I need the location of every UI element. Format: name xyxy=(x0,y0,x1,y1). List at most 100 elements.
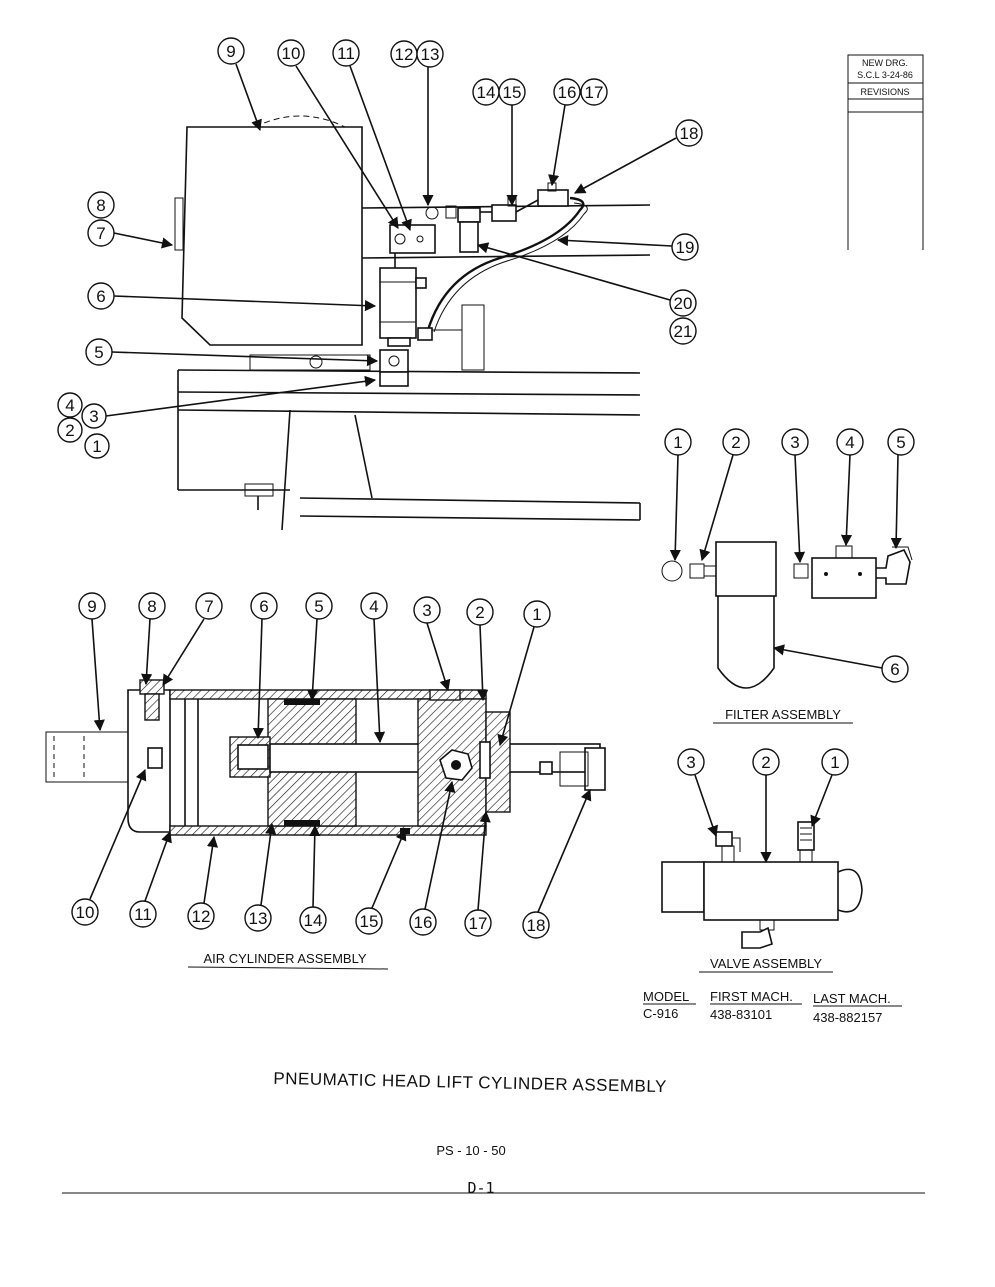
callout-filter-4: 4 xyxy=(836,428,864,456)
callout-top-18: 18 xyxy=(675,119,703,147)
svg-text:10: 10 xyxy=(76,903,95,922)
callout-top-11: 11 xyxy=(332,39,360,67)
callout-cyl-10: 10 xyxy=(71,898,99,926)
svg-text:1: 1 xyxy=(830,753,839,772)
callout-top-15: 15 xyxy=(498,78,526,106)
svg-text:5: 5 xyxy=(314,597,323,616)
svg-text:8: 8 xyxy=(96,196,105,215)
valve-assembly-caption: VALVE ASSEMBLY xyxy=(710,956,822,971)
svg-text:15: 15 xyxy=(503,83,522,102)
model-value: C-916 xyxy=(643,1006,678,1021)
callout-top-6: 6 xyxy=(87,282,115,310)
callout-cyl-11: 11 xyxy=(129,900,157,928)
svg-text:11: 11 xyxy=(337,44,355,63)
callout-cyl-12: 12 xyxy=(187,902,215,930)
callout-valve-3: 3 xyxy=(677,748,705,776)
callout-top-3: 3 xyxy=(81,403,107,429)
installation-view xyxy=(174,115,651,531)
callout-cyl-3: 3 xyxy=(413,596,441,624)
svg-text:3: 3 xyxy=(686,753,695,772)
svg-text:6: 6 xyxy=(96,287,105,306)
callout-top-2: 2 xyxy=(57,417,83,443)
svg-text:20: 20 xyxy=(674,294,693,313)
svg-text:13: 13 xyxy=(249,909,268,928)
svg-text:1: 1 xyxy=(92,437,101,456)
page-number: D-1 xyxy=(467,1179,494,1197)
filter-assembly-caption: FILTER ASSEMBLY xyxy=(725,707,841,722)
svg-text:15: 15 xyxy=(360,912,379,931)
callout-top-17: 17 xyxy=(580,78,608,106)
svg-text:4: 4 xyxy=(369,597,378,616)
model-table: MODEL FIRST MACH. LAST MACH. C-916 438-8… xyxy=(643,989,902,1025)
callout-cyl-6: 6 xyxy=(250,592,278,620)
svg-text:5: 5 xyxy=(896,433,905,452)
svg-text:11: 11 xyxy=(134,905,152,924)
svg-text:18: 18 xyxy=(680,124,699,143)
svg-text:3: 3 xyxy=(422,601,431,620)
callout-cyl-15: 15 xyxy=(355,907,383,935)
callout-cyl-1: 1 xyxy=(523,600,551,628)
callout-top-7: 7 xyxy=(87,219,115,247)
callout-cyl-17: 17 xyxy=(464,909,492,937)
air-cylinder-assembly xyxy=(45,679,606,836)
svg-text:17: 17 xyxy=(585,83,604,102)
svg-text:5: 5 xyxy=(94,343,103,362)
svg-text:1: 1 xyxy=(673,433,682,452)
callout-cyl-16: 16 xyxy=(409,908,437,936)
callout-top-9: 9 xyxy=(217,37,245,65)
callout-top-5: 5 xyxy=(85,338,113,366)
svg-text:3: 3 xyxy=(89,407,98,426)
first-mach-value: 438-83101 xyxy=(710,1007,772,1022)
air-cylinder-callouts: 9 8 7 6 5 4 3 2 1 10 11 12 13 14 15 16 1… xyxy=(71,592,592,970)
svg-text:9: 9 xyxy=(87,597,96,616)
svg-text:9: 9 xyxy=(226,42,235,61)
callout-cyl-5: 5 xyxy=(305,592,333,620)
svg-text:10: 10 xyxy=(282,44,301,63)
callout-cyl-4: 4 xyxy=(360,592,388,620)
svg-text:2: 2 xyxy=(65,421,74,440)
svg-text:17: 17 xyxy=(469,914,488,933)
svg-text:18: 18 xyxy=(527,916,546,935)
revision-block: NEW DRG. S.C.L 3-24-86 REVISIONS xyxy=(847,54,924,250)
filter-callouts: 1 2 3 4 5 6 FILTER ASSEMBLY xyxy=(664,428,915,724)
top-callouts: 9 10 11 12 13 14 15 16 17 18 19 20 21 8 … xyxy=(57,37,703,459)
page-reference: PS - 10 - 50 xyxy=(436,1143,505,1158)
callout-top-14: 14 xyxy=(472,78,500,106)
svg-text:19: 19 xyxy=(676,238,695,257)
svg-text:14: 14 xyxy=(304,911,323,930)
callout-cyl-13: 13 xyxy=(244,904,272,932)
callout-filter-2: 2 xyxy=(722,428,750,456)
callout-top-12: 12 xyxy=(390,40,418,68)
svg-text:7: 7 xyxy=(96,224,105,243)
svg-text:2: 2 xyxy=(731,433,740,452)
svg-text:6: 6 xyxy=(259,597,268,616)
callout-top-13: 13 xyxy=(416,40,444,68)
callout-filter-3: 3 xyxy=(781,428,809,456)
callout-valve-1: 1 xyxy=(821,748,849,776)
first-mach-header: FIRST MACH. xyxy=(710,989,793,1004)
air-cylinder-caption: AIR CYLINDER ASSEMBLY xyxy=(203,951,366,966)
callout-cyl-8: 8 xyxy=(138,592,166,620)
svg-text:7: 7 xyxy=(204,597,213,616)
svg-text:16: 16 xyxy=(414,913,433,932)
drawing-title: PNEUMATIC HEAD LIFT CYLINDER ASSEMBLY xyxy=(273,1069,667,1096)
filter-assembly xyxy=(661,541,913,689)
callout-cyl-18: 18 xyxy=(522,911,550,939)
callout-top-4: 4 xyxy=(57,392,83,418)
svg-text:16: 16 xyxy=(558,83,577,102)
callout-filter-5: 5 xyxy=(887,428,915,456)
callout-filter-6: 6 xyxy=(881,655,909,683)
callout-cyl-14: 14 xyxy=(299,906,327,934)
svg-text:2: 2 xyxy=(475,603,484,622)
svg-text:3: 3 xyxy=(790,433,799,452)
callout-top-21: 21 xyxy=(669,317,697,345)
callout-top-10: 10 xyxy=(277,39,305,67)
model-header: MODEL xyxy=(643,989,689,1004)
svg-text:6: 6 xyxy=(890,660,899,679)
callout-top-19: 19 xyxy=(671,233,699,261)
svg-text:12: 12 xyxy=(395,45,414,64)
revision-header: REVISIONS xyxy=(860,87,909,97)
svg-text:8: 8 xyxy=(147,597,156,616)
svg-text:12: 12 xyxy=(192,907,211,926)
callout-top-8: 8 xyxy=(87,191,115,219)
